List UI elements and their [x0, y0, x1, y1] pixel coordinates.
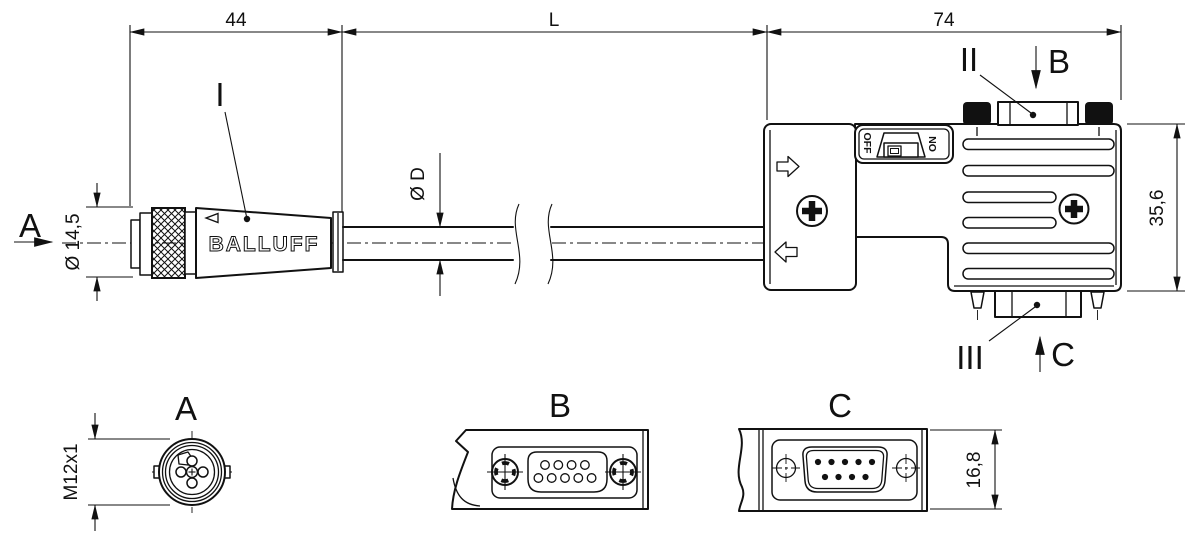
view-a-direction: A — [14, 207, 54, 247]
view-c-arrow-label: C — [1051, 336, 1075, 373]
housing-height-dimension: 35,6 — [1127, 123, 1185, 292]
callout-III-leader — [988, 306, 1036, 342]
connector-front-face — [130, 219, 141, 269]
callout-III-dot — [1033, 301, 1041, 309]
arrow-right-icon — [776, 155, 800, 178]
dsub-male-shell — [802, 446, 888, 493]
dimension-dsub-height: 16,8 — [964, 452, 985, 489]
view-a-heading: A — [175, 390, 197, 427]
m12-pins — [175, 455, 209, 489]
dimension-cable-diameter: Ø D — [408, 167, 429, 201]
view-c-direction: C — [1035, 335, 1075, 373]
view-b-heading: B — [549, 387, 571, 424]
connector-diameter-dimension: Ø 14,5 — [63, 183, 133, 301]
view-b-arrow-label: B — [1048, 43, 1070, 80]
callout-II-dot — [1029, 111, 1037, 119]
cable-diameter-dimension: Ø D — [408, 153, 444, 296]
connector-ring — [184, 211, 197, 275]
thumbscrew-icon[interactable] — [963, 102, 991, 125]
phillips-screw-icon — [796, 195, 828, 227]
dsub-housing-side-view: OFF ON — [763, 101, 1122, 323]
top-dimensions: 44 L 74 — [129, 10, 1122, 218]
jack-screw-icon[interactable] — [605, 454, 641, 490]
connector-collar — [139, 212, 153, 276]
dimension-connector-diameter: Ø 14,5 — [63, 213, 84, 270]
view-a-arrow-label: A — [19, 207, 41, 244]
dsub-female-sockets — [533, 460, 597, 483]
brand-logo: BALLUFF — [209, 233, 320, 256]
thread-dimension: M12x1 — [61, 413, 170, 531]
phillips-screw-icon — [1058, 193, 1090, 225]
switch-off-label: OFF — [861, 133, 873, 155]
m12-connector-side-view: BALLUFF — [130, 207, 344, 279]
view-b-direction: B — [1031, 43, 1070, 90]
screw-stud-icon — [970, 291, 985, 309]
dimension-housing-height: 35,6 — [1147, 190, 1168, 227]
break-line — [514, 203, 521, 285]
callout-II-label: II — [960, 41, 978, 78]
callout-II-leader — [979, 74, 1032, 114]
orientation-triangle-icon — [204, 212, 219, 224]
callout-I-leader — [224, 111, 248, 220]
bottom-dsub-connector — [970, 290, 1105, 323]
switch-slider[interactable] — [887, 145, 902, 157]
jack-screw-icon[interactable] — [772, 454, 800, 482]
housing-ribs — [962, 138, 1115, 280]
callout-III: III — [956, 301, 1041, 376]
dsub-height-dimension: 16,8 — [930, 429, 1002, 510]
screw-stud-icon — [1090, 291, 1105, 309]
connector-body — [195, 207, 332, 279]
arrow-left-icon — [774, 241, 798, 263]
switch-on-label: ON — [927, 136, 939, 152]
top-dsub-port — [963, 101, 1113, 136]
callout-II: II — [960, 41, 1037, 119]
view-c-dsub-male-face: C — [737, 387, 1002, 512]
break-line — [547, 203, 554, 285]
dimension-housing-length: 74 — [933, 10, 955, 31]
dimension-connector-length: 44 — [225, 10, 247, 31]
view-b-dsub-female-face: B — [451, 387, 649, 510]
jack-screw-icon[interactable] — [892, 454, 920, 482]
dsub-male-pins — [814, 458, 876, 481]
cable — [342, 203, 767, 285]
jack-screw-icon[interactable] — [487, 454, 523, 490]
callout-I: I — [215, 76, 251, 223]
dimension-cable-length: L — [549, 10, 560, 31]
view-a-m12-face: A M12x1 — [61, 390, 232, 531]
knurled-coupling-nut — [151, 207, 186, 279]
callout-III-label: III — [956, 339, 984, 376]
callout-I-label: I — [215, 76, 224, 113]
dsub-female-shell — [527, 451, 608, 493]
thumbscrew-icon[interactable] — [1085, 102, 1113, 125]
callout-I-dot — [243, 215, 251, 223]
termination-switch[interactable]: OFF ON — [854, 124, 954, 164]
view-c-heading: C — [828, 387, 852, 424]
dimension-thread-size: M12x1 — [61, 443, 82, 500]
